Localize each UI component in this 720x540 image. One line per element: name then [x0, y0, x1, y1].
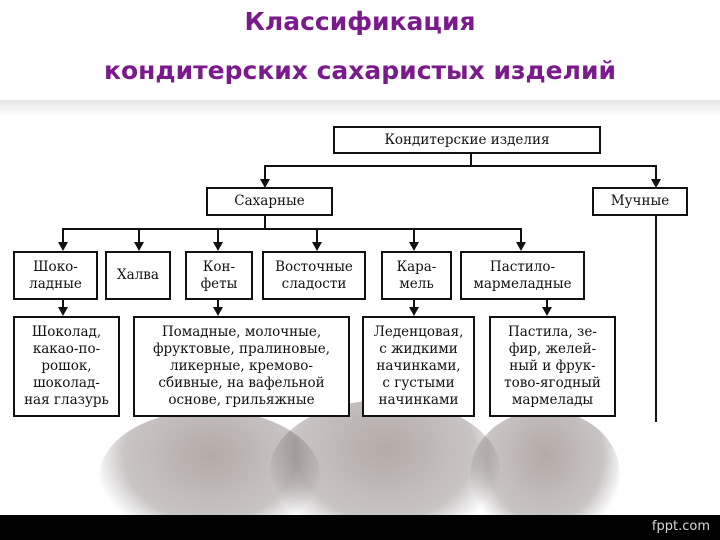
category-oriental-sweets: Восточные сладости	[262, 251, 366, 300]
arrow-detail-2	[213, 307, 223, 316]
category-chocolate: Шоко- ладные	[13, 251, 98, 300]
arrow-cat-3	[213, 242, 223, 251]
detail-chocolate: Шоколад, какао-по- рошок, шоколад- ная г…	[13, 316, 120, 417]
connector-detail-3	[413, 299, 415, 308]
arrow-detail-4	[542, 307, 552, 316]
brand-label: fppt.com	[651, 519, 710, 534]
connector-detail-1	[62, 299, 64, 308]
category-candies: Кон- феты	[185, 251, 253, 300]
header-divider	[0, 100, 720, 116]
arrow-cat-6	[516, 242, 526, 251]
connector-to-flour	[655, 165, 657, 181]
detail-pastila-marmalade: Пастила, зе- фир, желей- ный и фрук- тов…	[489, 316, 616, 417]
connector-root-down	[470, 152, 472, 166]
slide-title-line1: Классификация	[244, 7, 476, 36]
category-caramel: Кара- мель	[381, 251, 452, 300]
arrow-sugar	[260, 179, 270, 188]
connector-cat-2	[138, 228, 140, 243]
arrow-detail-3	[409, 307, 419, 316]
slide-title-line2: кондитерских сахаристых изделий	[104, 56, 616, 85]
arrow-cat-4	[312, 242, 322, 251]
arrow-flour	[651, 179, 661, 188]
connector-sugar-down	[264, 215, 266, 229]
connector-root-bar	[264, 165, 657, 167]
node-sugar: Сахарные	[206, 187, 333, 216]
connector-cat-1	[62, 228, 64, 243]
connector-to-sugar	[264, 165, 266, 181]
arrow-detail-1	[58, 307, 68, 316]
arrow-cat-2	[134, 242, 144, 251]
footer-bar: fppt.com	[0, 515, 720, 540]
connector-detail-4	[546, 299, 548, 308]
connector-cat-4	[316, 228, 318, 243]
connector-cat-6	[520, 228, 522, 243]
connector-flour-down	[655, 214, 657, 422]
arrow-cat-1	[58, 242, 68, 251]
category-pastila-marmalade: Пастило- мармеладные	[460, 251, 585, 300]
node-confectionery: Кондитерские изделия	[333, 126, 601, 154]
node-flour: Мучные	[592, 187, 688, 216]
detail-candies: Помадные, молочные, фруктовые, пралиновы…	[133, 316, 350, 417]
category-halva: Халва	[105, 251, 171, 300]
connector-cat-3	[217, 228, 219, 243]
connector-detail-2	[217, 299, 219, 308]
connector-sugar-bar	[62, 228, 521, 230]
arrow-cat-5	[409, 242, 419, 251]
detail-caramel: Леденцовая, с жидкими начинками, с густы…	[362, 316, 475, 417]
connector-cat-5	[413, 228, 415, 243]
